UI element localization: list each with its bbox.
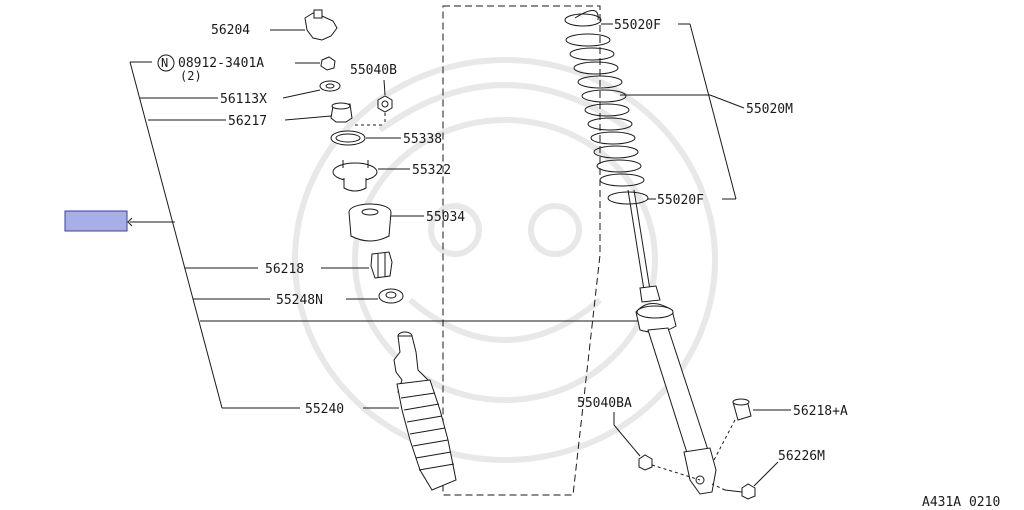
n-circle-letter: N <box>161 56 168 70</box>
strut-assembly-boundary <box>442 5 601 496</box>
label-56218a: 56218+A <box>793 404 848 419</box>
label-55020f-bottom: 55020F <box>657 193 704 208</box>
label-56226m: 56226M <box>778 449 825 464</box>
assembly-bracket <box>127 61 645 409</box>
part-08912-nut[interactable] <box>320 56 336 71</box>
part-55240-dust-boot[interactable] <box>393 331 457 491</box>
label-55020f-top: 55020F <box>614 18 661 33</box>
part-55034-insulator[interactable] <box>348 203 392 242</box>
label-56218: 56218 <box>265 262 304 277</box>
part-56218a-bushing[interactable] <box>732 398 752 421</box>
label-55338: 55338 <box>403 132 442 147</box>
assembly-highlight-box[interactable] <box>64 210 128 232</box>
label-55034: 55034 <box>426 210 465 225</box>
part-55338-ring[interactable] <box>330 130 366 146</box>
part-shock-absorber[interactable] <box>627 189 717 495</box>
diagram-code: A431A 0210 <box>922 495 1000 510</box>
part-56217-bushing[interactable] <box>330 102 353 123</box>
part-56204-knob[interactable] <box>304 9 338 41</box>
n-circle-icon <box>157 54 175 72</box>
part-56113x-washer[interactable] <box>319 80 341 92</box>
label-08912: 08912-3401A <box>178 56 264 71</box>
label-56217: 56217 <box>228 114 267 129</box>
label-55248n: 55248N <box>276 293 323 308</box>
part-55040b-nut[interactable] <box>377 95 393 113</box>
part-55020m-coil-spring[interactable] <box>565 10 645 187</box>
part-56226m-bolt[interactable] <box>724 483 756 500</box>
label-56204: 56204 <box>211 23 250 38</box>
part-55322-mount[interactable] <box>332 160 378 192</box>
label-55040b: 55040B <box>350 63 397 78</box>
label-55322: 55322 <box>412 163 451 178</box>
label-55020m: 55020M <box>746 102 793 117</box>
part-55020f-top-ring[interactable] <box>564 13 602 27</box>
label-55240: 55240 <box>305 402 344 417</box>
part-55248n-seat[interactable] <box>378 288 404 304</box>
watermark-emblem <box>292 57 718 463</box>
label-55040ba: 55040BA <box>577 396 632 411</box>
label-08912-qty: (2) <box>180 69 202 83</box>
part-56218-bumper[interactable] <box>370 251 393 279</box>
part-55040ba-nut[interactable] <box>638 454 653 471</box>
label-56113x: 56113X <box>220 92 267 107</box>
